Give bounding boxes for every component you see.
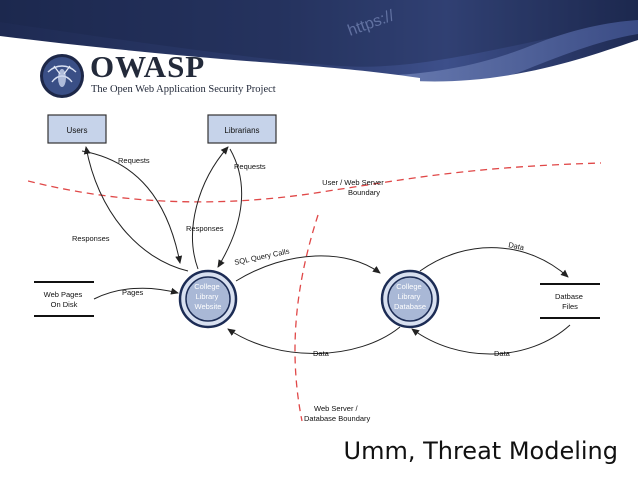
database-line-3: Database — [394, 302, 426, 311]
user-web-boundary-label: User / Web Server Boundary — [322, 178, 386, 197]
users-responses-label: Responses — [72, 234, 110, 243]
librarians-requests-label: Requests — [234, 162, 266, 171]
user-web-boundary-line-2: Boundary — [348, 188, 380, 197]
users-responses-arrow — [83, 146, 189, 272]
data-from-files-arrow — [411, 324, 571, 355]
sql-label: SQL Query Calls — [234, 246, 291, 266]
librarians-entity-box — [207, 114, 277, 144]
user-web-boundary-line-1: User / Web Server — [322, 178, 384, 187]
web-db-boundary-line-1: Web Server / — [314, 404, 359, 413]
owasp-logo: OWASP The Open Web Application Security … — [38, 50, 308, 102]
website-line-1: College — [194, 282, 219, 291]
website-process-label: College Library Website — [194, 282, 222, 311]
database-line-2: Library — [397, 292, 420, 301]
librarians-entity-label: Librarians — [224, 126, 259, 135]
logo-tagline: The Open Web Application Security Projec… — [91, 84, 276, 95]
web-db-boundary-line-2: Database Boundary — [304, 414, 371, 423]
data-to-website-arrow — [227, 326, 401, 354]
users-requests-label: Requests — [118, 156, 150, 165]
db-files-store-label: Datbase Files — [555, 292, 585, 311]
website-process: College Library Website — [178, 269, 238, 329]
website-line-3: Website — [195, 302, 222, 311]
header-banner: https:// — [0, 0, 638, 110]
pages-arrow — [93, 287, 179, 300]
user-web-boundary-line — [28, 162, 601, 203]
data-to-files-arrow — [419, 247, 569, 278]
users-entity-label: Users — [67, 126, 88, 135]
data-from-files-label: Data — [494, 349, 511, 358]
users-entity-box — [47, 114, 107, 144]
db-files-line-1: Datbase — [555, 292, 583, 301]
logo-wordmark: OWASP — [90, 49, 206, 84]
librarians-requests-arrow — [217, 148, 243, 268]
owasp-wasp-icon — [40, 54, 84, 98]
web-db-boundary-line — [294, 214, 319, 422]
website-line-2: Library — [195, 292, 218, 301]
web-pages-line-1: Web Pages — [44, 290, 83, 299]
pages-label: Pages — [122, 288, 144, 297]
database-line-1: College — [396, 282, 421, 291]
web-pages-store-label: Web Pages On Disk — [44, 290, 85, 309]
db-files-line-2: Files — [562, 302, 578, 311]
database-process-label: College Library Database — [394, 282, 426, 311]
sql-arrow — [235, 255, 381, 282]
data-website-label: Data — [313, 349, 330, 358]
web-pages-line-2: On Disk — [51, 300, 78, 309]
librarians-responses-label: Responses — [186, 224, 224, 233]
librarians-responses-arrow — [192, 146, 229, 270]
slide-title: Umm, Threat Modeling — [343, 437, 618, 465]
database-process: College Library Database — [380, 269, 440, 329]
users-requests-arrow — [81, 150, 183, 264]
data-flow-diagram: Users Librarians Web Pages On Disk Datba… — [28, 111, 601, 427]
web-db-boundary-label: Web Server / Database Boundary — [304, 404, 371, 423]
data-to-files-label: Data — [508, 240, 526, 252]
